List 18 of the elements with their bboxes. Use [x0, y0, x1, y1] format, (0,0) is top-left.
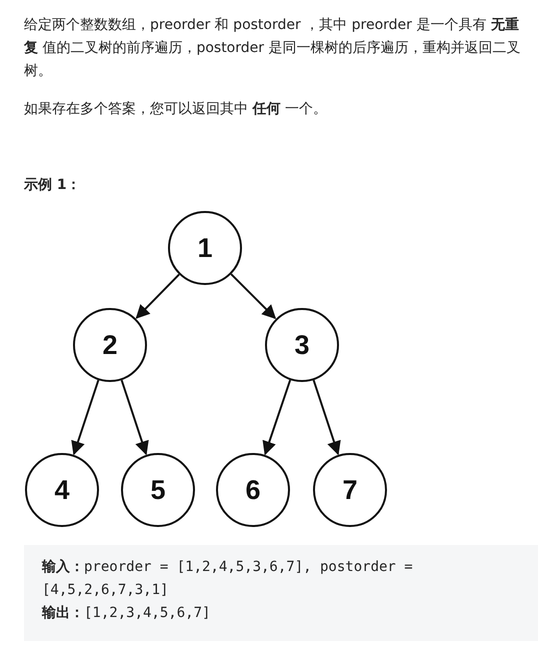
example-heading: 示例 1：: [24, 176, 82, 195]
tree-node-circle: 1: [168, 211, 242, 285]
tree-node-circle: 7: [313, 453, 387, 527]
tree-node-circle: 4: [25, 453, 99, 527]
arrow: [262, 380, 292, 456]
paragraph: 给定两个整数数组，preorder 和 postorder ，其中 preorder 是一个具有 无重复 值的二叉树的前序遍历，postorder 是同一棵树的后序遍历，重构并返回二叉树。: [24, 16, 522, 81]
tree-node-circle: 6: [216, 453, 290, 527]
tree-node-circle: 5: [121, 453, 195, 527]
paragraph: 如果存在多个答案，您可以返回其中 任何 一个。: [24, 100, 328, 119]
code-line: 输入：preorder = [1,2,4,5,3,6,7], postorder = [4,5,2,6,7,3,1]: [42, 558, 414, 600]
arrow: [136, 274, 180, 319]
tree-node-circle: 3: [265, 308, 339, 382]
arrow: [71, 380, 100, 456]
arrow: [230, 273, 276, 320]
arrow: [312, 380, 341, 456]
code-line: 输出：[1,2,3,4,5,6,7]: [42, 604, 212, 623]
tree-node-circle: 2: [73, 308, 147, 382]
arrow: [120, 380, 149, 456]
